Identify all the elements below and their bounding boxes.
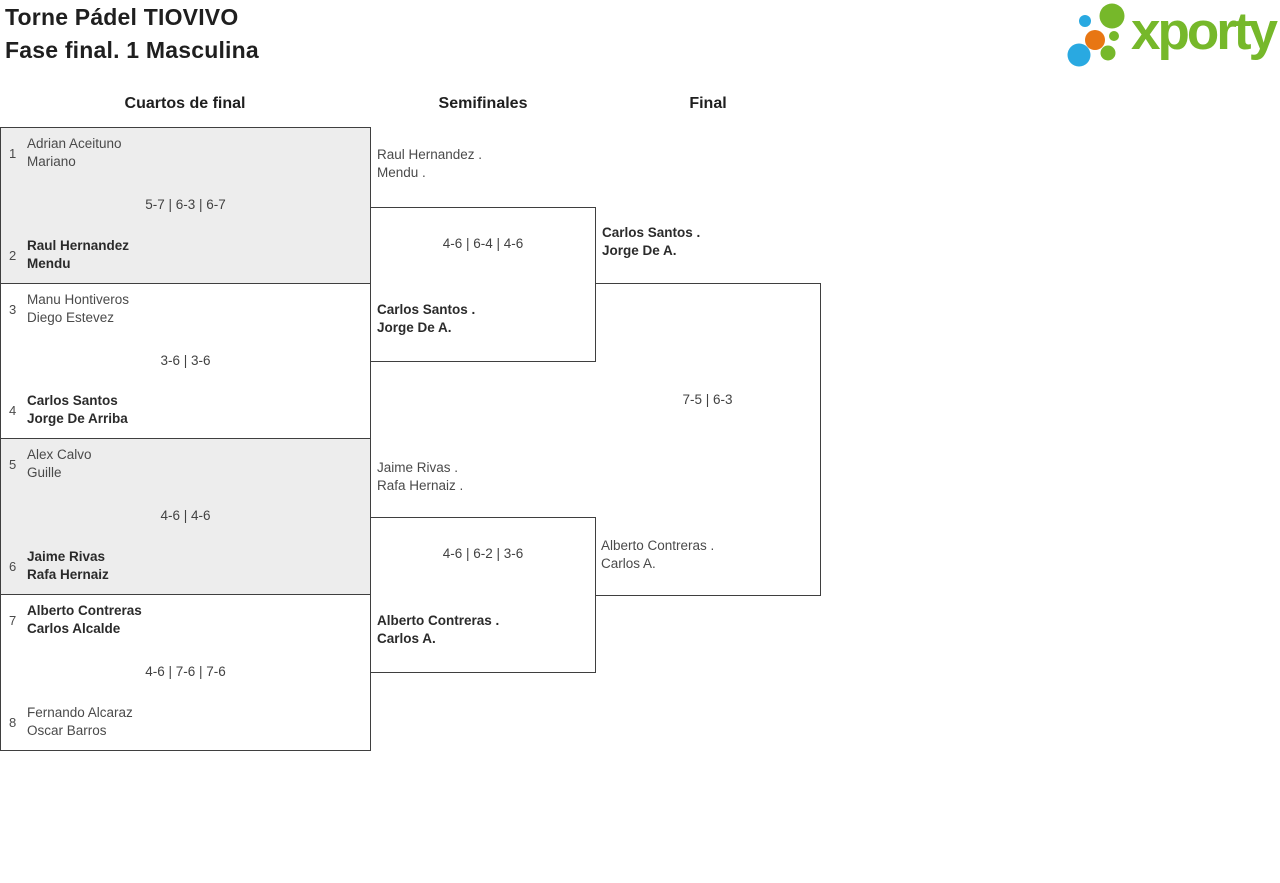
seed-number: 8 [9,714,17,730]
page-title: Torne Pádel TIOVIVO Fase final. 1 Mascul… [5,1,259,67]
seed-number: 7 [9,612,17,628]
team-name: Raul Hernandez . Mendu . [377,147,483,180]
xporty-logo-text: xporty [1131,2,1278,61]
match-box-qf3[interactable]: 5 Alex Calvo Guille 4-6 | 4-6 6 Jaime Ri… [0,438,371,595]
team-name: Alex Calvo Guille [27,447,92,480]
match-score: 3-6 | 3-6 [160,353,211,368]
match-score: 5-7 | 6-3 | 6-7 [145,197,226,212]
team-name: Raul Hernandez Mendu [27,238,130,271]
team-name: Alberto Contreras Carlos Alcalde [27,603,142,636]
team-name: Carlos Santos . Jorge De A. [602,225,701,258]
match-score: 4-6 | 6-4 | 4-6 [442,236,524,251]
team-row: 7 Alberto Contreras Carlos Alcalde [9,602,142,638]
team-name: Fernando Alcaraz Oscar Barros [27,705,133,738]
team-row: 6 Jaime Rivas Rafa Hernaiz [9,548,109,584]
round-header-final: Final [689,95,727,112]
team-row: 8 Fernando Alcaraz Oscar Barros [9,704,133,740]
team-name: Adrian Aceituno Mariano [27,136,122,169]
seed-number: 5 [9,456,17,472]
round-header-semifinales: Semifinales [438,95,528,112]
team-row: 5 Alex Calvo Guille [9,446,92,482]
team-name: Jaime Rivas Rafa Hernaiz [27,549,109,582]
team-name: Alberto Contreras . Carlos A. [601,538,715,571]
match-score: 4-6 | 7-6 | 7-6 [145,664,226,679]
team-row: 1 Adrian Aceituno Mariano [9,135,122,171]
team-name: Jaime Rivas . Rafa Hernaiz . [377,460,464,493]
match-box-qf1[interactable]: 1 Adrian Aceituno Mariano 5-7 | 6-3 | 6-… [0,127,371,284]
seed-number: 1 [9,145,17,161]
team-row: 2 Raul Hernandez Mendu [9,237,129,273]
match-box-sf2[interactable]: 4-6 | 6-2 | 3-6 Alberto Contreras . Carl… [370,517,596,673]
round-header-cuartos: Cuartos de final [124,95,246,112]
team-row: 4 Carlos Santos Jorge De Arriba [9,392,128,428]
phase-name: Fase final. 1 Masculina [5,37,259,63]
match-box-sf1[interactable]: 4-6 | 6-4 | 4-6 Carlos Santos . Jorge De… [370,207,596,362]
match-score: 4-6 | 4-6 [160,508,211,523]
match-score: 7-5 | 6-3 [682,392,733,407]
seed-number: 4 [9,402,17,418]
team-name: Alberto Contreras . Carlos A. [377,613,500,646]
xporty-logo-dots-icon [1067,3,1125,67]
tournament-name: Torne Pádel TIOVIVO [5,4,239,30]
xporty-logo[interactable]: xporty [1066,0,1278,70]
match-box-final[interactable]: 7-5 | 6-3 Alberto Contreras . Carlos A. [595,283,821,596]
team-name: Manu Hontiveros Diego Estevez [27,292,130,325]
seed-number: 6 [9,558,17,574]
match-box-qf4[interactable]: 7 Alberto Contreras Carlos Alcalde 4-6 |… [0,594,371,751]
team-name: Carlos Santos . Jorge De A. [377,302,476,335]
seed-number: 2 [9,247,17,263]
seed-number: 3 [9,301,17,317]
match-score: 4-6 | 6-2 | 3-6 [442,546,524,561]
team-name: Carlos Santos Jorge De Arriba [27,393,128,426]
team-row: 3 Manu Hontiveros Diego Estevez [9,291,129,327]
match-box-qf2[interactable]: 3 Manu Hontiveros Diego Estevez 3-6 | 3-… [0,283,371,439]
